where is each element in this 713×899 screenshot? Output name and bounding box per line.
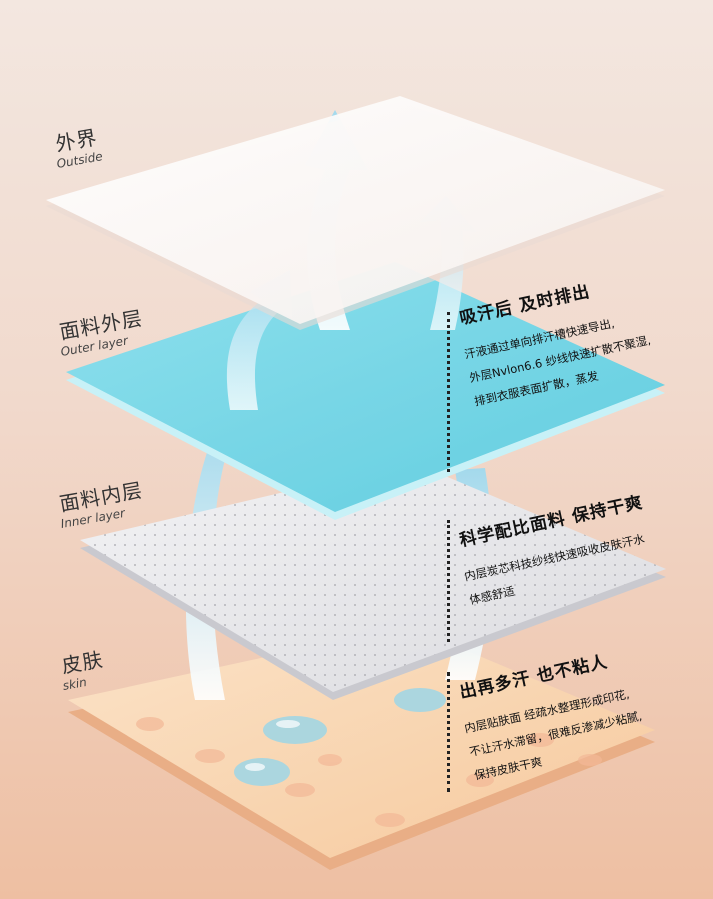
label-skin: 皮肤 skin [64,650,106,693]
feature-1: 吸汗后 及时排出 汗液通过单向排汗槽快速导出, 外层Nvlon6.6 纱线快速扩… [462,304,647,415]
connector-dots-3 [447,672,450,792]
label-outer-layer: 面料外层 Outer layer [62,316,146,359]
connector-dots-2 [447,520,450,642]
connector-dots-1 [447,312,450,472]
label-outside: 外界 Outside [58,128,104,171]
label-inner-layer: 面料内层 Inner layer [62,488,146,531]
feature-2: 科学配比面料 保持干爽 内层炭芯科技纱线快速吸收皮肤汗水 体感舒适 [462,526,649,613]
feature-3: 出再多汗 也不粘人 内层贴肤面 经疏水整理形成印花, 不让汗水滞留，很难反渗减少… [462,678,638,789]
